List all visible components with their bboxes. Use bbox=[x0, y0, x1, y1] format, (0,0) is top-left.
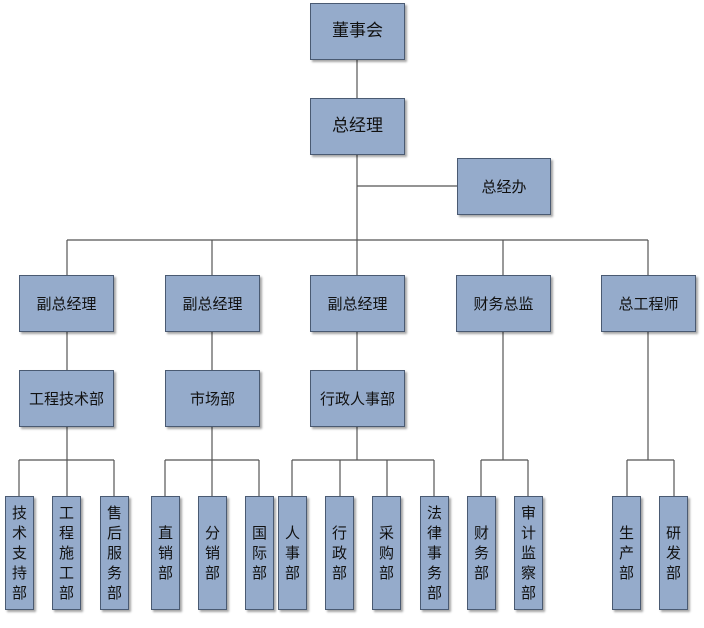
leaf-dept-node: 人事部 bbox=[278, 496, 307, 610]
admin-hr-dept-node: 行政人事部 bbox=[310, 370, 405, 427]
leaf-dept-node: 工程施工部 bbox=[52, 496, 81, 610]
general-manager-node: 总经理 bbox=[310, 98, 405, 155]
leaf-dept-label: 售后服务部 bbox=[106, 504, 122, 602]
leaf-dept-node: 生产部 bbox=[612, 496, 641, 610]
leaf-dept-node: 采购部 bbox=[372, 496, 401, 610]
leaf-dept-label: 国际部 bbox=[251, 524, 267, 582]
leaf-dept-label: 法律事务部 bbox=[426, 504, 442, 602]
engineering-tech-dept-node: 工程技术部 bbox=[19, 370, 114, 427]
board-node: 董事会 bbox=[310, 3, 405, 60]
leaf-dept-label: 分销部 bbox=[204, 524, 220, 582]
vice-gm-node: 副总经理 bbox=[165, 275, 260, 332]
leaf-dept-label: 采购部 bbox=[378, 524, 394, 582]
leaf-dept-label: 技术支持部 bbox=[11, 504, 27, 602]
leaf-dept-label: 行政部 bbox=[331, 524, 347, 582]
leaf-dept-node: 财务部 bbox=[467, 496, 496, 610]
leaf-dept-label: 直销部 bbox=[157, 524, 173, 582]
vice-gm-node: 副总经理 bbox=[19, 275, 114, 332]
gm-office-node: 总经办 bbox=[457, 158, 551, 215]
leaf-dept-label: 研发部 bbox=[665, 524, 681, 582]
leaf-dept-node: 国际部 bbox=[245, 496, 274, 610]
leaf-dept-node: 分销部 bbox=[198, 496, 227, 610]
vice-gm-node: 副总经理 bbox=[310, 275, 405, 332]
leaf-dept-label: 人事部 bbox=[284, 524, 300, 582]
marketing-dept-node: 市场部 bbox=[165, 370, 260, 427]
cfo-node: 财务总监 bbox=[456, 275, 551, 332]
chief-engineer-node: 总工程师 bbox=[601, 275, 696, 332]
leaf-dept-label: 财务部 bbox=[473, 524, 489, 582]
leaf-dept-label: 工程施工部 bbox=[58, 504, 74, 602]
leaf-dept-label: 生产部 bbox=[618, 524, 634, 582]
leaf-dept-label: 审计监察部 bbox=[520, 504, 536, 602]
leaf-dept-node: 法律事务部 bbox=[420, 496, 449, 610]
leaf-dept-node: 直销部 bbox=[151, 496, 180, 610]
leaf-dept-node: 审计监察部 bbox=[514, 496, 543, 610]
leaf-dept-node: 行政部 bbox=[325, 496, 354, 610]
leaf-dept-node: 研发部 bbox=[659, 496, 688, 610]
leaf-dept-node: 售后服务部 bbox=[100, 496, 129, 610]
leaf-dept-node: 技术支持部 bbox=[5, 496, 34, 610]
